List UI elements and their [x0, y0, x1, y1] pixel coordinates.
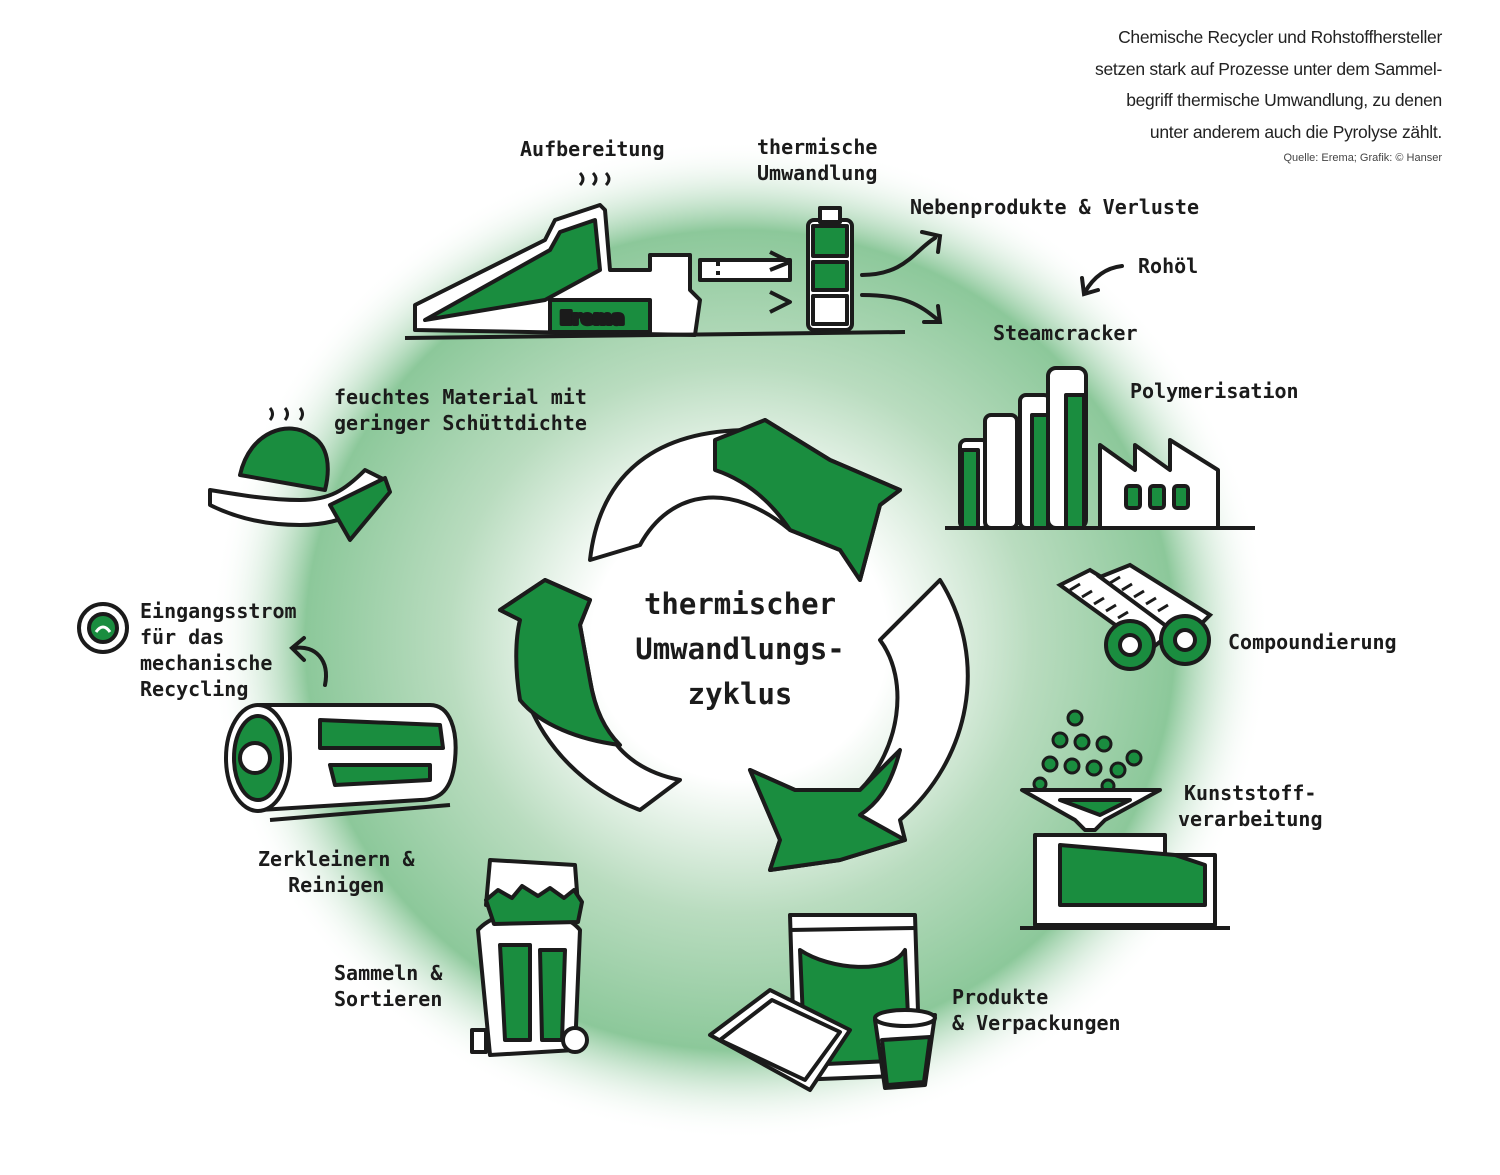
cycle-title: thermischer Umwandlungs- zyklus — [590, 582, 890, 717]
label-line: Kunststoff- — [1184, 781, 1317, 805]
label-line: verarbeitung — [1178, 807, 1323, 831]
label-steamcracker: Steamcracker — [993, 321, 1138, 345]
aufbereitung-machine-icon: Erema — [404, 171, 906, 340]
label-compoundierung: Compoundierung — [1228, 630, 1397, 654]
background-halo — [210, 140, 1270, 1140]
label-sammeln: Sammeln & Sortieren — [334, 960, 442, 1012]
caption-line: begriff thermische Umwandlung, zu denen — [1126, 90, 1442, 110]
label-eingangsstrom: Eingangsstrom für das mechanische Recycl… — [140, 598, 297, 702]
zerkleinern-shredder-icon — [224, 703, 458, 822]
label-line: für das — [140, 625, 225, 649]
label-produkte: Produkte & Verpackungen — [952, 984, 1121, 1036]
caption-line: setzen stark auf Prozesse unter dem Samm… — [1095, 58, 1442, 79]
label-thermische-umwandlung: thermische Umwandlung — [757, 134, 877, 186]
label-line: thermische — [757, 135, 878, 159]
cycle-title-line: Umwandlungs- — [635, 632, 845, 666]
kunststoffverarbeitung-machine-icon — [1020, 709, 1230, 930]
label-line: geringer Schüttdichte — [334, 411, 587, 435]
label-feuchtes-material: feuchtes Material mit geringer Schüttdic… — [334, 384, 587, 436]
polymerisation-plant-icon — [945, 366, 1255, 530]
label-line: feuchtes Material mit — [334, 385, 587, 409]
label-line: Sammeln & — [334, 961, 443, 985]
cycle-title-line: zyklus — [687, 677, 793, 711]
label-line: & Verpackungen — [952, 1011, 1121, 1035]
eingangsstrom-icon — [77, 602, 129, 654]
label-zerkleinern: Zerkleinern & Reinigen — [258, 846, 415, 898]
label-rohoel: Rohöl — [1138, 254, 1199, 278]
label-polymerisation: Polymerisation — [1130, 379, 1299, 403]
label-line: mechanische — [140, 651, 273, 675]
label-line: Recycling — [140, 677, 249, 701]
caption-line: Chemische Recycler und Rohstoffherstelle… — [1118, 27, 1442, 47]
erema-logo: Erema — [560, 308, 624, 329]
produkte-verpackungen-icon — [708, 913, 937, 1092]
cycle-title-line: thermischer — [643, 587, 837, 621]
sammeln-bin-icon — [470, 858, 589, 1057]
source-credit: Quelle: Erema; Grafik: © Hanser — [1283, 152, 1443, 164]
feed-arrow-icon — [289, 636, 328, 687]
feuchtes-material-hand-icon — [208, 407, 392, 542]
label-line: Reinigen — [288, 873, 385, 897]
label-line: Eingangsstrom — [140, 599, 297, 623]
output-arrows-icon — [860, 230, 1124, 324]
caption-line: unter anderem auch die Pyrolyse zählt. — [1149, 121, 1442, 142]
label-line: Produkte — [952, 985, 1049, 1009]
compoundierung-rolls-icon — [1056, 562, 1214, 671]
label-line: Zerkleinern & — [258, 847, 415, 871]
label-nebenprodukte: Nebenprodukte & Verluste — [910, 195, 1199, 219]
recycle-arrows-icon — [498, 418, 970, 872]
label-line: Sortieren — [334, 987, 443, 1011]
label-line: Umwandlung — [757, 161, 878, 185]
label-aufbereitung: Aufbereitung — [520, 137, 665, 161]
caption-text: Chemische Recycler und Rohstoffherstelle… — [982, 22, 1442, 148]
label-kunststoffverarbeitung: Kunststoff- verarbeitung — [1178, 780, 1323, 832]
